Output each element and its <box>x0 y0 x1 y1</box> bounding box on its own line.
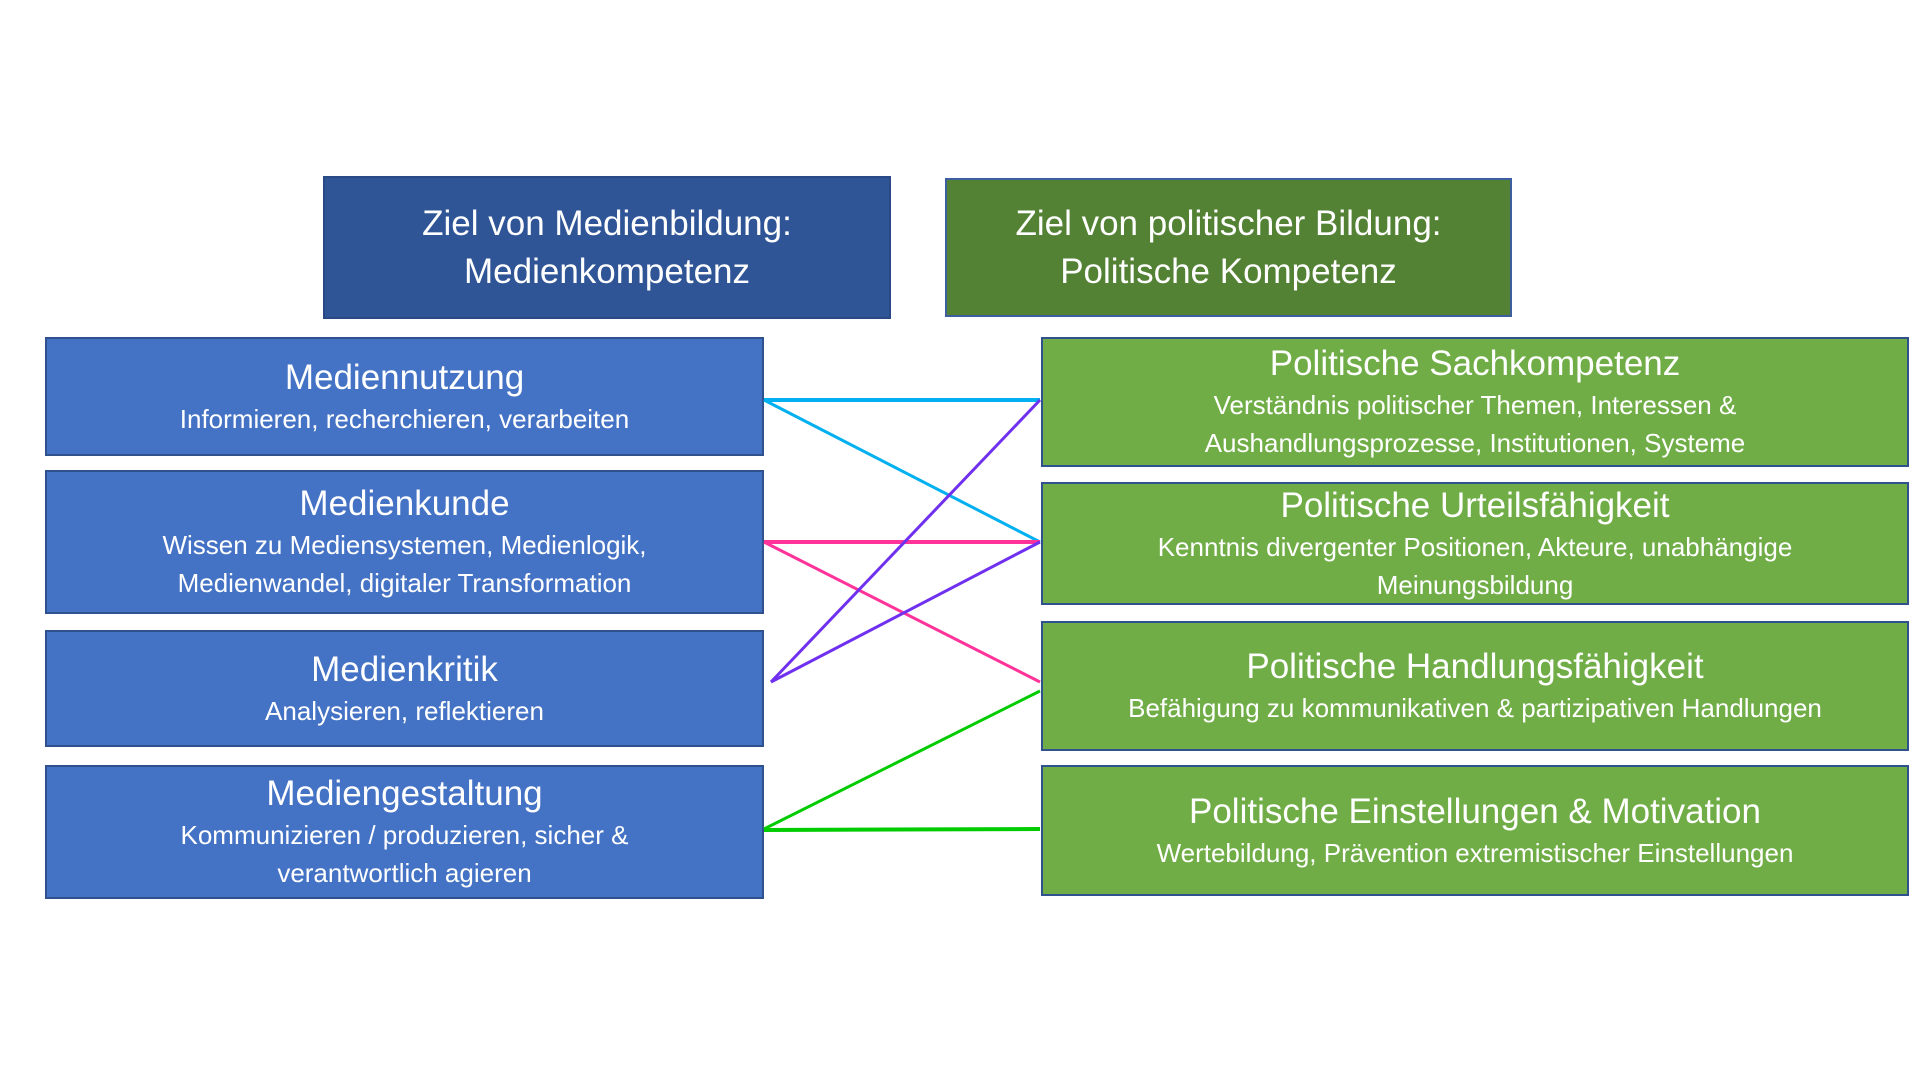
box-subtitle: Kenntnis divergenter Positionen, Akteure… <box>1157 531 1793 562</box>
box-title: Mediennutzung <box>284 357 525 397</box>
politics-goal-line1: Ziel von politischer Bildung: <box>1015 203 1442 243</box>
box-subtitle: Verständnis politischer Themen, Interess… <box>1213 390 1737 420</box>
box-title: Politische Einstellungen & Motivation <box>1189 791 1761 831</box>
connector-gestaltung-einstellung <box>763 827 1041 832</box>
media-box-mediennutzung: Mediennutzung Informieren, recherchieren… <box>45 337 764 456</box>
media-goal-line2: Medienkompetenz <box>464 251 750 291</box>
connector-kunde-handlung <box>763 540 1041 684</box>
box-title: Politische Urteilsfähigkeit <box>1280 485 1670 525</box>
box-subtitle: Analysieren, reflektieren <box>265 695 544 726</box>
box-subtitle: Medienwandel, digitaler Transformation <box>177 568 632 598</box>
media-goal-header: Ziel von Medienbildung: Medienkompetenz <box>323 176 891 319</box>
box-title: Mediengestaltung <box>266 774 543 813</box>
box-title: Politische Sachkompetenz <box>1269 344 1681 383</box>
box-subtitle: Meinungsbildung <box>1376 569 1574 600</box>
box-subtitle: verantwortlich agieren <box>277 858 532 888</box>
box-subtitle: Kommunizieren / produzieren, sicher & <box>180 820 629 850</box>
box-title: Politische Handlungsfähigkeit <box>1246 647 1704 686</box>
box-title: Medienkritik <box>311 649 498 689</box>
media-goal-line1: Ziel von Medienbildung: <box>422 203 792 243</box>
media-box-mediengestaltung: Mediengestaltung Kommunizieren / produzi… <box>45 765 764 899</box>
connector-kritik-urteil <box>770 540 1041 684</box>
politics-box-handlungsfaehigkeit: Politische Handlungsfähigkeit Befähigung… <box>1041 621 1909 751</box>
connector-gestaltung-handlung <box>763 689 1041 831</box>
politics-box-einstellungen: Politische Einstellungen & Motivation We… <box>1041 765 1909 896</box>
media-box-medienkritik: Medienkritik Analysieren, reflektieren <box>45 630 764 747</box>
box-subtitle: Informieren, recherchieren, verarbeiten <box>179 403 630 434</box>
politics-goal-line2: Politische Kompetenz <box>1060 251 1397 291</box>
box-subtitle: Wertebildung, Prävention extremistischer… <box>1156 837 1794 868</box>
box-subtitle: Aushandlungsprozesse, Institutionen, Sys… <box>1204 428 1746 458</box>
media-box-medienkunde: Medienkunde Wissen zu Mediensystemen, Me… <box>45 470 764 614</box>
politics-box-urteilsfaehigkeit: Politische Urteilsfähigkeit Kenntnis div… <box>1041 482 1909 605</box>
connector-nutzung-urteil <box>763 398 1041 544</box>
box-title: Medienkunde <box>299 484 510 523</box>
box-subtitle: Wissen zu Mediensystemen, Medienlogik, <box>162 530 647 560</box>
politics-goal-header: Ziel von politischer Bildung: Politische… <box>945 178 1512 317</box>
politics-box-sachkompetenz: Politische Sachkompetenz Verständnis pol… <box>1041 337 1909 467</box>
connector-kritik-sach <box>769 398 1042 684</box>
box-subtitle: Befähigung zu kommunikativen & partizipa… <box>1128 693 1822 723</box>
